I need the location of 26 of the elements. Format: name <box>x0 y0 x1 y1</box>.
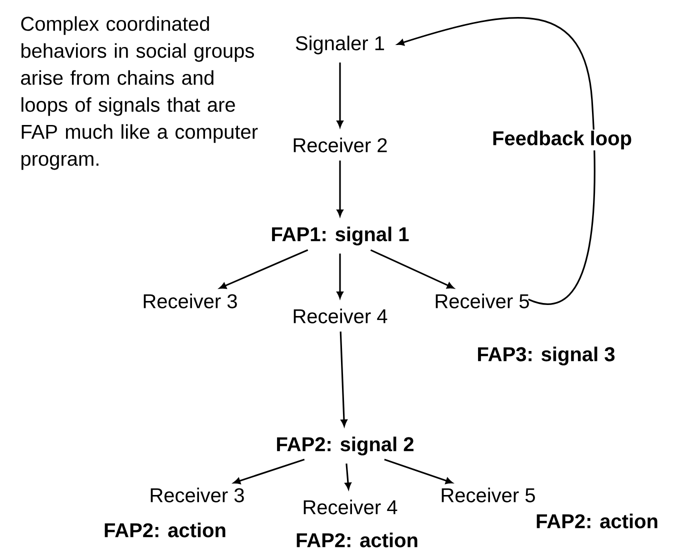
signal-text: FAP2: signal 2 <box>277 436 414 456</box>
intro-paragraph: Complex coordinated behaviors in social groups arise from chains and loops of signals that are FAP much like a computer program. <box>21 16 258 170</box>
receiver-text: Receiver 5 <box>436 294 529 308</box>
action-label: FAP2: action <box>296 532 418 548</box>
arrow <box>219 249 308 289</box>
receiver-text: Receiver 4 <box>294 308 388 324</box>
action-label: FAP2: action <box>536 514 658 528</box>
feedback-arrow <box>397 17 596 304</box>
arrow <box>384 458 453 484</box>
receiver-text: Receiver 3 <box>150 488 244 502</box>
receiver-text: Receiver 5 <box>442 488 535 502</box>
signal-label: FAP3: signal 3 <box>478 346 615 366</box>
arrow <box>336 160 344 216</box>
arrow <box>340 332 348 426</box>
receiver-text: Receiver 2 <box>294 138 387 152</box>
receiver-text: Receiver 3 <box>144 294 237 308</box>
arrow <box>336 62 344 128</box>
arrow <box>233 458 305 484</box>
action-label: FAP2: action <box>104 522 226 538</box>
receiver-text: Receiver 4 <box>304 500 398 514</box>
receiver-text: Signaler 1 <box>296 36 384 54</box>
arrow <box>336 254 344 298</box>
arrow <box>370 249 454 289</box>
edge-label: Feedback loop <box>493 130 632 150</box>
arrow <box>344 463 352 490</box>
signal-text: FAP1: signal 1 <box>272 226 409 246</box>
